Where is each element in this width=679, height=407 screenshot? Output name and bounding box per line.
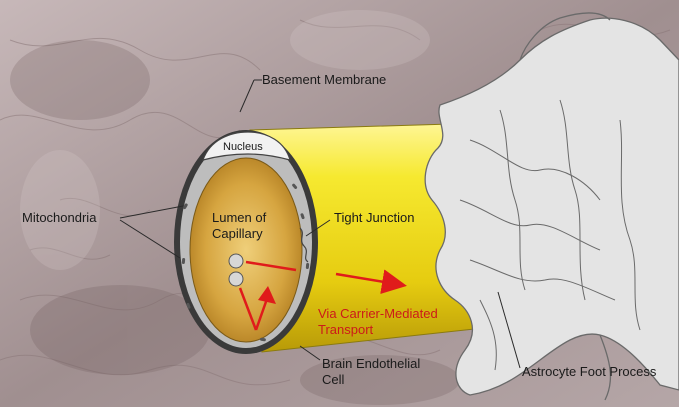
lumen-label-line2: Capillary: [212, 226, 263, 241]
nucleus-label: Nucleus: [223, 141, 263, 153]
mitochondria-label: Mitochondria: [22, 210, 97, 225]
endothelial-cell-label-line1: Brain Endothelial: [322, 356, 420, 371]
lumen: [190, 158, 302, 342]
molecule: [229, 272, 243, 286]
basement-membrane-label: Basement Membrane: [262, 72, 386, 87]
tight-junction-label: Tight Junction: [334, 210, 414, 225]
astrocyte-label: Astrocyte Foot Process: [522, 364, 657, 379]
carrier-transport-label-line1: Via Carrier-Mediated: [318, 306, 438, 321]
endothelial-cell-label-line2: Cell: [322, 372, 345, 387]
lumen-label-line1: Lumen of: [212, 210, 267, 225]
carrier-transport-label-line2: Transport: [318, 322, 374, 337]
molecule: [229, 254, 243, 268]
